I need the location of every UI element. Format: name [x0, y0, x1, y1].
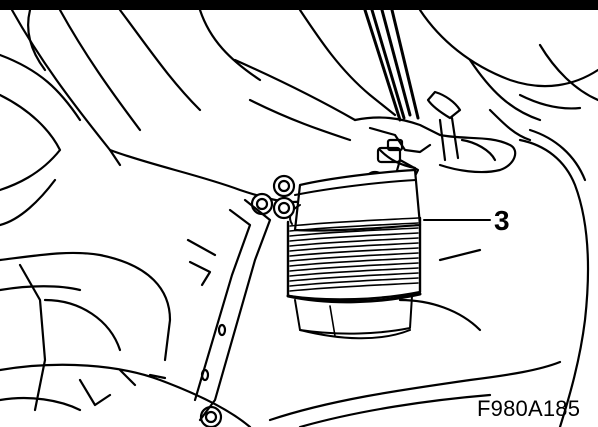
support-strut — [186, 198, 272, 422]
cooler-fins — [289, 217, 419, 292]
lower-body-outlines — [0, 248, 562, 427]
figure-code: F980A185 — [477, 396, 581, 421]
mounting-bolts — [199, 174, 296, 427]
right-body-structure — [418, 8, 598, 427]
callout-number: 3 — [494, 205, 510, 236]
mounting-bracket — [353, 116, 517, 174]
top-border-bar — [0, 0, 598, 10]
body-panel-outlines — [0, 8, 397, 227]
cooler-lines — [363, 8, 420, 122]
oil-cooler — [286, 168, 422, 340]
